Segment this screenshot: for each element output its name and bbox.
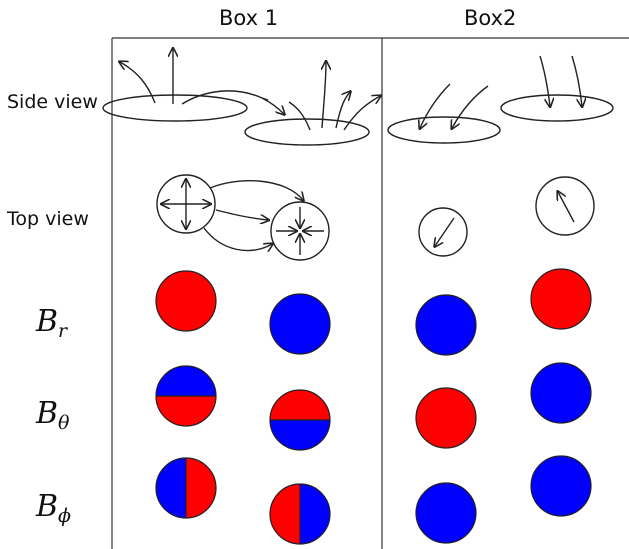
side-view-box1 <box>102 49 380 146</box>
btheta-base: B <box>36 396 59 431</box>
bphi-sub: ϕ <box>58 505 71 527</box>
br-row <box>155 268 592 356</box>
header-box1: Box 1 <box>219 6 279 30</box>
br-box2-left-circle <box>415 294 477 356</box>
btheta-row <box>155 362 592 451</box>
btheta-box2-right-circle <box>530 362 592 424</box>
bphi-box2-right-circle <box>530 455 592 517</box>
bphi-row <box>155 455 592 545</box>
row-label-side-view: Side view <box>7 91 98 113</box>
btheta-box1-right-circle <box>269 389 331 451</box>
row-label-br: Br <box>36 304 67 342</box>
bphi-box1-left-circle <box>155 457 217 519</box>
btheta-box2-left-circle <box>415 387 477 449</box>
br-box1-right-circle <box>269 293 331 355</box>
top-view-box1 <box>156 174 330 261</box>
br-base: B <box>36 304 59 339</box>
row-label-top-view: Top view <box>7 208 89 230</box>
top-view-box2 <box>418 176 595 257</box>
bphi-box2-left-circle <box>415 482 477 544</box>
row-label-btheta: Bθ <box>36 396 70 434</box>
header-box2: Box2 <box>464 6 517 30</box>
br-sub: r <box>58 320 68 342</box>
btheta-box1-left-circle <box>155 365 217 427</box>
br-box2-right-circle <box>530 268 592 330</box>
row-label-bphi: Bϕ <box>36 489 71 527</box>
br-box1-left-circle <box>155 270 217 332</box>
bphi-box1-right-circle <box>269 483 331 545</box>
bphi-base: B <box>36 489 59 524</box>
btheta-sub: θ <box>58 412 70 434</box>
side-view-box2 <box>387 55 614 144</box>
